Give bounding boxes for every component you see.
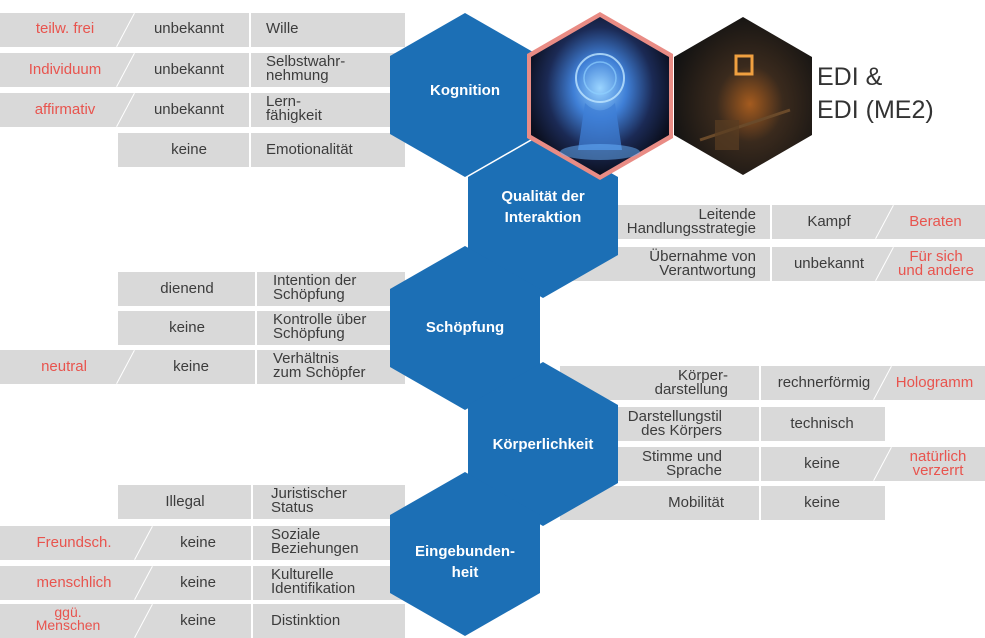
kultur-me2-value: menschlich	[36, 574, 112, 591]
lern-label: Lern-fähigkeit	[266, 93, 322, 124]
row-kontrolle-bar	[118, 311, 405, 345]
edi-hologram-image	[527, 12, 673, 180]
verhaeltnis-label: Verhältnis zum Schöpfer	[273, 350, 366, 381]
mobil-edi-value: keine	[804, 494, 840, 511]
handlung-me2-value: Beraten	[909, 213, 962, 230]
emo-label: Emotionalität	[266, 141, 353, 158]
row-mobil-bar	[560, 486, 885, 520]
selbst-label: Selbstwahr-nehmung	[266, 53, 346, 84]
row-distinktion-bar	[0, 604, 405, 638]
hex-qualitaet	[468, 134, 618, 298]
row-verantwortung-bar	[560, 247, 985, 281]
row-darstellung-bar	[560, 366, 985, 400]
sozial-edi-value: keine	[180, 534, 216, 551]
distinktion-me2-value: ggü. Menschen	[35, 604, 101, 633]
category-kognition: Kognition	[430, 82, 500, 99]
emo-edi-value: keine	[171, 141, 207, 158]
row-handlung-bar	[560, 205, 985, 239]
character-name-line2: EDI (ME2)	[817, 96, 934, 124]
handlung-edi-value: Kampf	[807, 213, 851, 230]
intention-edi-value: dienend	[160, 280, 214, 297]
wille-label: Wille	[266, 20, 299, 37]
row-wille-bar	[0, 13, 405, 47]
intention-label: Intention der Schöpfung	[273, 272, 357, 303]
distinktion-edi-value: keine	[180, 612, 216, 629]
darstellung-label: Körper-darstellung	[654, 367, 728, 398]
row-juristisch-bar	[118, 485, 405, 519]
stimme-label: Stimme und Sprache	[641, 448, 722, 479]
stil-label: Darstellungstil des Körpers	[627, 408, 722, 439]
handlung-label: Leitende Handlungsstrategie	[626, 206, 756, 237]
selbst-edi-value: unbekannt	[153, 61, 225, 78]
category-koerper: Körperlichkeit	[492, 436, 594, 453]
hex-koerper	[468, 362, 618, 526]
juristisch-edi-value: Illegal	[165, 493, 205, 510]
wille-edi-value: unbekannt	[153, 20, 225, 37]
category-eingebunden: Eingebunden-heit	[415, 543, 515, 581]
verantwortung-me2-value: Für sich und andere	[898, 248, 974, 279]
kultur-edi-value: keine	[180, 574, 216, 591]
row-sozial-bar	[0, 526, 405, 560]
stimme-edi-value: keine	[804, 455, 840, 472]
darstellung-me2-value: Hologramm	[895, 374, 974, 391]
category-qualitaet: Qualität der Interaktion	[501, 188, 585, 226]
darstellung-edi-value: rechnerförmig	[777, 374, 871, 391]
lern-me2-value: affirmativ	[34, 101, 96, 118]
character-name-line1: EDI &	[817, 63, 883, 91]
row-verhaeltnis-bar	[0, 350, 405, 384]
row-lern-bar	[0, 93, 405, 127]
kontrolle-edi-value: keine	[169, 319, 205, 336]
distinktion-label: Distinktion	[271, 612, 341, 629]
kontrolle-label: Kontrolle über Schöpfung	[273, 311, 367, 342]
mobil-label: Mobilität	[668, 494, 724, 511]
edi-body-image	[674, 17, 812, 175]
kultur-label: Kulturelle Identifikation	[271, 566, 356, 597]
juristisch-label: Juristischer Status	[271, 485, 347, 516]
row-selbst-bar	[0, 53, 405, 87]
verhaeltnis-me2-value: neutral	[41, 358, 87, 375]
row-kultur-bar	[0, 566, 405, 600]
category-schoepfung: Schöpfung	[425, 319, 505, 336]
hex-kognition	[390, 13, 540, 177]
row-intention-bar	[118, 272, 405, 306]
row-stimme-bar	[560, 447, 985, 481]
wille-me2-value: teilw. frei	[35, 20, 95, 37]
stil-edi-value: technisch	[790, 415, 854, 432]
verantwortung-edi-value: unbekannt	[793, 255, 865, 272]
verhaeltnis-edi-value: keine	[173, 358, 209, 375]
lern-edi-value: unbekannt	[153, 101, 225, 118]
hex-eingebunden	[390, 472, 540, 636]
sozial-me2-value: Freundsch.	[36, 534, 112, 551]
verantwortung-label: Übernahme von Verantwortung	[649, 248, 756, 279]
stimme-me2-value: natürlich verzerrt	[909, 448, 967, 479]
sozial-label: Soziale Beziehungen	[271, 526, 359, 557]
hex-schoepfung	[390, 246, 540, 410]
row-emo-bar	[118, 133, 405, 167]
selbst-me2-value: Individuum	[28, 61, 102, 78]
